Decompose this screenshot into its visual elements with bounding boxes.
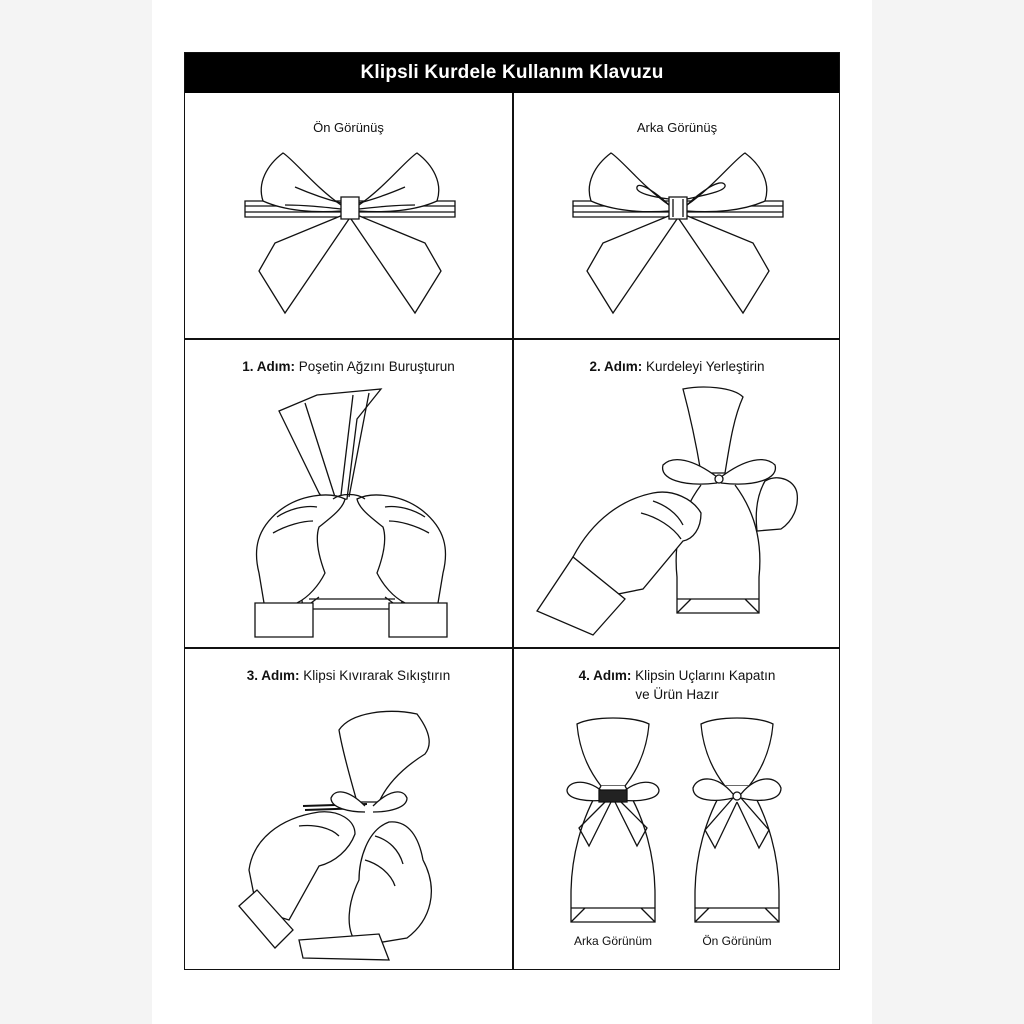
grid-divider-row-1: [185, 338, 839, 340]
panel-front-view: Ön Görünüş: [185, 93, 512, 338]
grid-divider-vertical: [512, 93, 514, 969]
grid-divider-row-2: [185, 647, 839, 649]
step-1-prefix: 1. Adım:: [242, 359, 295, 374]
usage-guide: Klipsli Kurdele Kullanım Klavuzu Ön Görü…: [184, 52, 840, 970]
step-3-prefix: 3. Adım:: [246, 668, 300, 683]
panel-step-1: 1. Adım: Poşetin Ağzını Buruşturun: [185, 339, 512, 647]
panel-step-3: 3. Adım: Klipsi Kıvırarak Sıkıştırın: [185, 648, 512, 969]
step-4-caption: 4. Adım: Klipsin Uçlarını Kapatın: [513, 666, 841, 685]
front-view-label: Ön Görünüş: [313, 120, 384, 135]
guide-title: Klipsli Kurdele Kullanım Klavuzu: [185, 53, 839, 93]
finished-bag-front-illustration: [687, 718, 787, 930]
finished-bag-back-illustration: [563, 718, 663, 930]
step-2-prefix: 2. Adım:: [589, 359, 643, 374]
step-3-text: Klipsi Kıvırarak Sıkıştırın: [303, 668, 451, 683]
step-4-prefix: 4. Adım:: [578, 668, 632, 683]
panel-back-view: Arka Görünüş: [513, 93, 841, 338]
final-front-view-label: Ön Görünüm: [702, 934, 772, 948]
step-3-caption: 3. Adım: Klipsi Kıvırarak Sıkıştırın: [185, 666, 512, 685]
step-3-illustration: [239, 710, 459, 960]
step-1-caption: 1. Adım: Poşetin Ağzını Buruşturun: [185, 357, 512, 376]
step-4-text: Klipsin Uçlarını Kapatın: [635, 668, 776, 683]
step-1-illustration: [249, 389, 453, 637]
bow-front-illustration: [245, 149, 455, 319]
step-2-caption: 2. Adım: Kurdeleyi Yerleştirin: [513, 357, 841, 376]
final-back-view-label: Arka Görünüm: [573, 934, 653, 948]
step-2-illustration: [533, 389, 803, 637]
panel-step-2: 2. Adım: Kurdeleyi Yerleştirin: [513, 339, 841, 647]
step-1-text: Poşetin Ağzını Buruşturun: [298, 359, 455, 374]
panel-step-4: 4. Adım: Klipsin Uçlarını Kapatın ve Ürü…: [513, 648, 841, 969]
back-view-label: Arka Görünüş: [636, 120, 718, 135]
step-4-caption-line-2: ve Ürün Hazır: [635, 687, 719, 702]
step-2-text: Kurdeleyi Yerleştirin: [645, 359, 765, 374]
steps-grid: Ön Görünüş Arka Görünüş: [185, 93, 839, 969]
bow-back-illustration: [573, 149, 783, 319]
